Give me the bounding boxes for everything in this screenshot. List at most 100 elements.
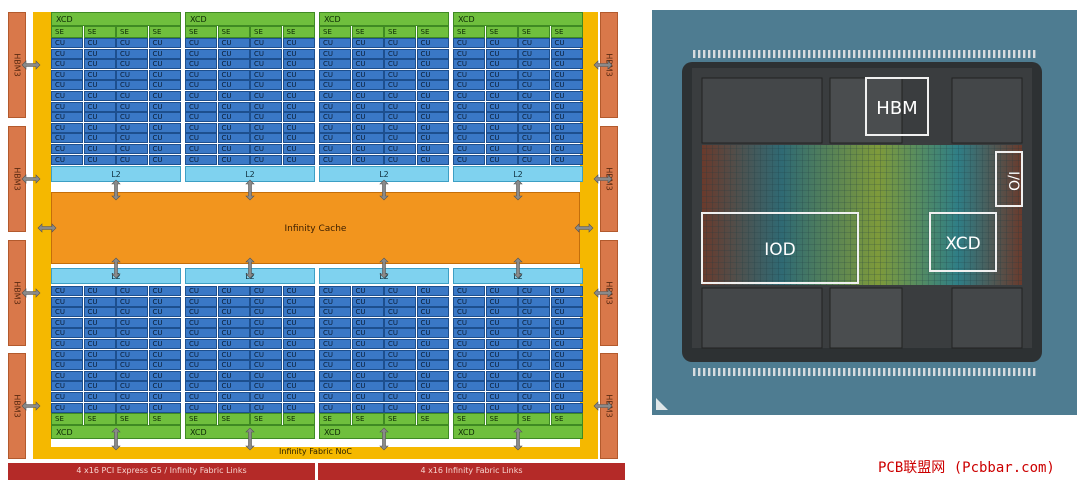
compute-unit: CU [217, 370, 250, 381]
compute-unit: CU [250, 286, 282, 296]
compute-unit: CU [282, 80, 315, 91]
compute-unit: CU [83, 392, 116, 402]
compute-unit: CU [148, 144, 181, 154]
noc-ring-left [33, 12, 45, 459]
compute-unit: CU [148, 328, 181, 339]
pin1-marker [656, 398, 668, 410]
compute-unit: CU [453, 328, 485, 339]
compute-unit: CU [83, 80, 116, 91]
hbm-highlight-box [865, 77, 929, 136]
compute-unit: CU [217, 402, 250, 413]
compute-unit: CU [250, 296, 282, 307]
compute-unit: CU [485, 122, 518, 133]
compute-unit: CU [282, 69, 315, 80]
compute-unit: CU [250, 80, 282, 91]
compute-unit: CU [116, 370, 148, 381]
compute-unit: CU [453, 360, 485, 371]
compute-unit: CU [351, 339, 384, 349]
compute-unit: CU [351, 91, 384, 101]
compute-unit: CU [116, 122, 148, 133]
compute-unit: CU [453, 381, 485, 392]
compute-unit: CU [518, 101, 550, 112]
compute-unit: CU [518, 339, 550, 349]
compute-unit: CU [116, 144, 148, 154]
compute-unit: CU [116, 392, 148, 402]
compute-unit: CU [518, 154, 550, 165]
compute-unit: CU [550, 339, 583, 349]
compute-unit: CU [416, 101, 449, 112]
compute-unit: CU [148, 381, 181, 392]
compute-unit: CU [319, 80, 351, 91]
compute-unit: CU [384, 122, 416, 133]
compute-unit: CU [518, 349, 550, 360]
compute-unit: CU [416, 296, 449, 307]
cache-to-l2-arrow [111, 257, 121, 279]
shader-engine: SE [185, 26, 217, 38]
compute-unit: CU [250, 144, 282, 154]
compute-unit: CU [319, 122, 351, 133]
compute-unit: CU [116, 48, 148, 59]
compute-unit: CU [148, 101, 181, 112]
compute-unit: CU [550, 112, 583, 123]
shader-engine: SE [116, 26, 148, 38]
compute-unit: CU [550, 91, 583, 101]
compute-unit: CU [51, 133, 83, 144]
compute-unit: CU [282, 349, 315, 360]
compute-unit: CU [319, 339, 351, 349]
compute-unit: CU [148, 392, 181, 402]
compute-unit: CU [51, 101, 83, 112]
compute-unit: CU [148, 349, 181, 360]
compute-unit: CU [351, 48, 384, 59]
compute-unit: CU [51, 339, 83, 349]
compute-unit: CU [282, 392, 315, 402]
compute-unit: CU [453, 154, 485, 165]
compute-unit: CU [83, 402, 116, 413]
compute-unit: CU [116, 133, 148, 144]
compute-unit: CU [416, 381, 449, 392]
compute-unit: CU [453, 38, 485, 48]
compute-unit: CU [282, 402, 315, 413]
compute-unit: CU [485, 360, 518, 371]
shader-engine: SE [217, 26, 250, 38]
compute-unit: CU [319, 48, 351, 59]
compute-unit: CU [485, 112, 518, 123]
shader-engine: SE [319, 413, 351, 426]
shader-engine: SE [384, 26, 416, 38]
compute-unit: CU [250, 59, 282, 70]
compute-unit: CU [416, 91, 449, 101]
compute-unit: CU [51, 38, 83, 48]
compute-unit: CU [319, 133, 351, 144]
compute-unit: CU [217, 112, 250, 123]
compute-unit: CU [384, 133, 416, 144]
compute-unit: CU [250, 48, 282, 59]
compute-unit: CU [282, 307, 315, 318]
compute-unit: CU [51, 69, 83, 80]
compute-unit: CU [485, 38, 518, 48]
compute-unit: CU [319, 317, 351, 328]
compute-unit: CU [550, 360, 583, 371]
compute-unit: CU [83, 59, 116, 70]
compute-unit: CU [185, 101, 217, 112]
hbm-right-link-arrow [593, 60, 613, 70]
compute-unit: CU [485, 392, 518, 402]
compute-unit: CU [319, 349, 351, 360]
compute-unit: CU [51, 144, 83, 154]
xcd-to-noc-arrow [379, 427, 389, 451]
compute-unit: CU [116, 339, 148, 349]
hbm-die-top-left [701, 77, 823, 144]
compute-unit: CU [185, 133, 217, 144]
compute-unit: CU [250, 402, 282, 413]
compute-unit: CU [282, 370, 315, 381]
compute-unit: CU [384, 328, 416, 339]
compute-unit: CU [185, 69, 217, 80]
compute-unit: CU [116, 360, 148, 371]
compute-unit: CU [550, 133, 583, 144]
iod-highlight-box [701, 212, 859, 284]
compute-unit: CU [384, 317, 416, 328]
compute-unit: CU [148, 286, 181, 296]
compute-unit: CU [518, 38, 550, 48]
compute-unit: CU [518, 317, 550, 328]
compute-unit: CU [453, 91, 485, 101]
pcie-links-right: 4 x16 Infinity Fabric Links [318, 463, 625, 480]
